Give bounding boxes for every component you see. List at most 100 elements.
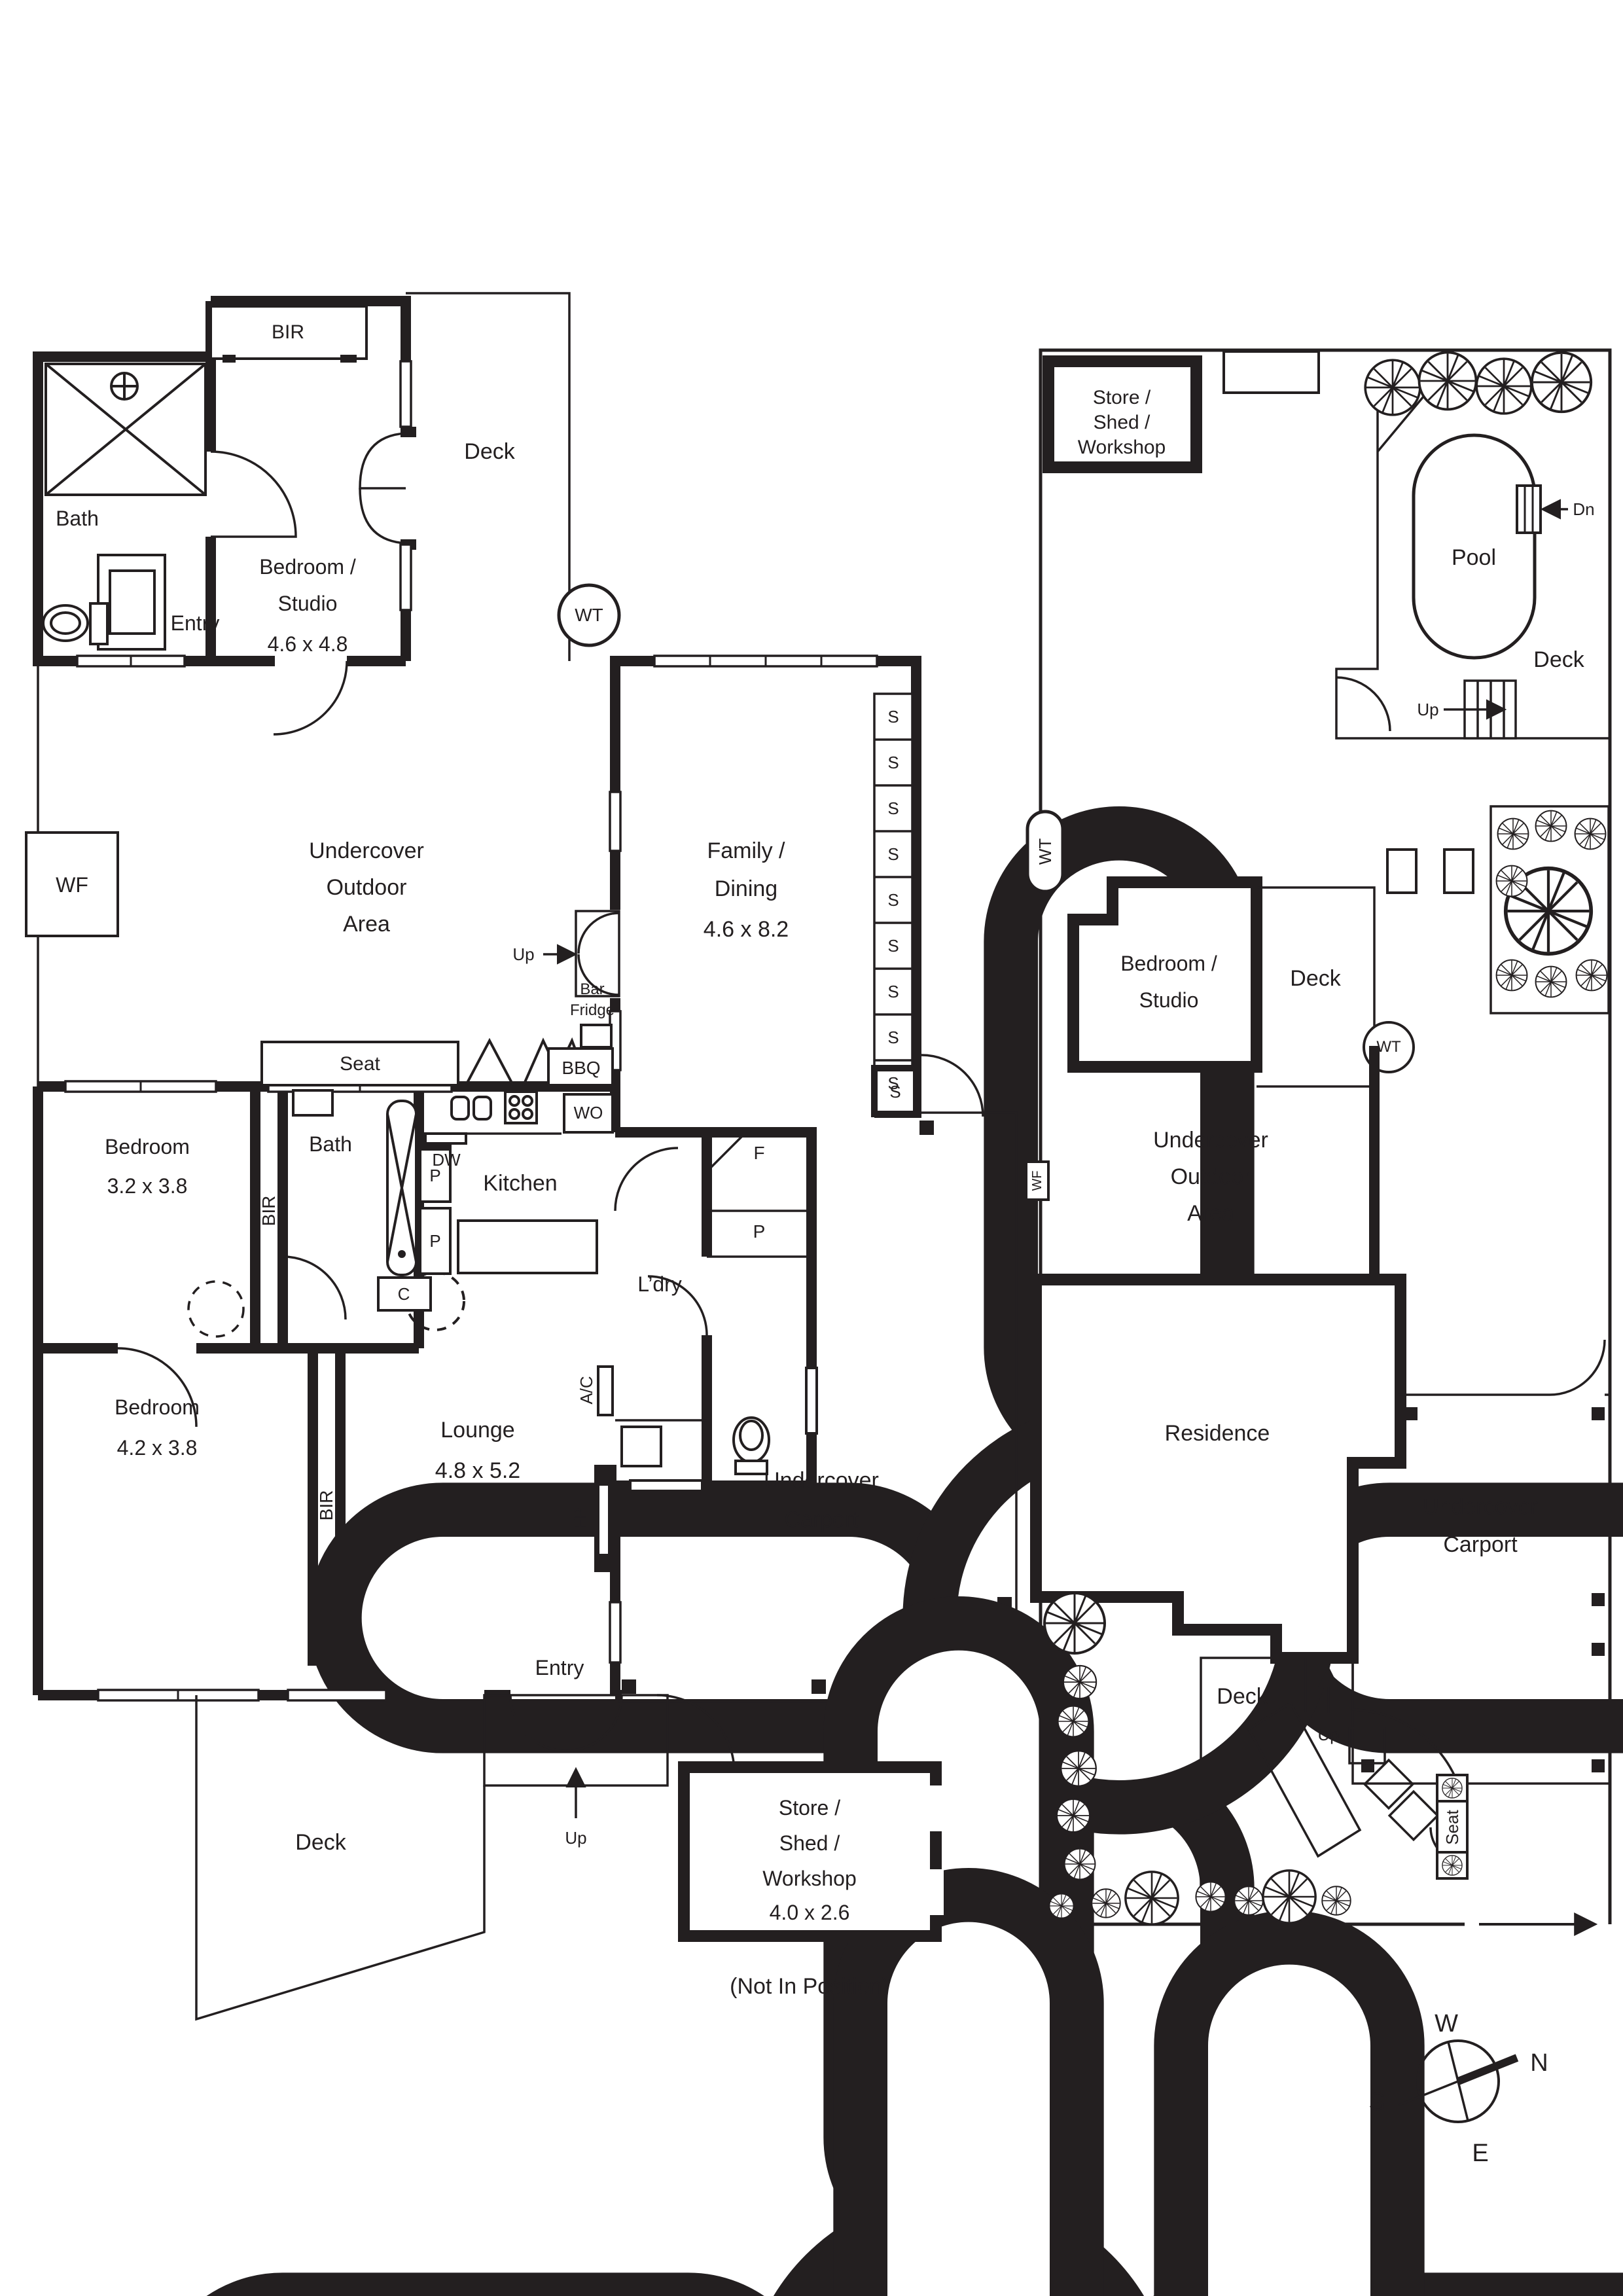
dw-label: DW xyxy=(432,1150,461,1170)
bir-closet xyxy=(209,305,368,363)
family-window-left-1 xyxy=(609,791,622,852)
compass-w-label: W xyxy=(1435,2010,1458,2037)
bathroom-fixtures xyxy=(292,1089,418,1276)
lounge-name: Lounge xyxy=(440,1418,515,1443)
bath-fixtures xyxy=(42,554,166,651)
wo-label: WO xyxy=(573,1103,603,1122)
bath-door-arc xyxy=(282,1255,347,1320)
pool-deck-label: Deck xyxy=(1533,647,1584,672)
store-caption: (Not In Position) xyxy=(730,1974,889,1999)
deck-label-bottom-left: Deck xyxy=(295,1830,346,1855)
bedroom1-size: 3.2 x 3.8 xyxy=(107,1174,188,1198)
carport-storage xyxy=(871,1054,984,1117)
residence-label: Residence xyxy=(1164,1421,1270,1446)
fireplace xyxy=(594,1465,616,1572)
deck-mid-label: Deck xyxy=(1290,966,1341,991)
store-shed-box-left xyxy=(678,1761,944,1942)
carport-line2-right: Carport xyxy=(1443,1532,1518,1557)
shower xyxy=(45,363,207,496)
fridge-label: F xyxy=(753,1143,765,1163)
deck-up-right-label: Up xyxy=(1317,1725,1340,1744)
water-tank-pill xyxy=(1026,810,1065,893)
tank-rect-1 xyxy=(1386,848,1418,894)
carport-line1-right: Undercover xyxy=(1423,1494,1538,1519)
store-left-size: 4.0 x 2.6 xyxy=(769,1901,850,1924)
bedroom-studio-right-line2: Studio xyxy=(1139,988,1199,1012)
bbq-label: BBQ xyxy=(562,1058,601,1078)
family-line1: Family / xyxy=(707,838,785,863)
store-right-line3: Workshop xyxy=(1077,437,1166,458)
bedroom2-size: 4.2 x 3.8 xyxy=(116,1436,198,1460)
bath-label-house: Bath xyxy=(309,1132,352,1156)
site-boundary-right xyxy=(1039,348,1612,1926)
bedroom-studio-line2: Studio xyxy=(277,592,338,615)
outdoor-right-line3: Area xyxy=(1187,1201,1234,1226)
laundry-doors xyxy=(614,1147,708,1336)
bedroom1-door-arc xyxy=(117,1347,198,1427)
lounge-window-east xyxy=(609,1601,622,1664)
pool-dn-label: Dn xyxy=(1573,499,1595,519)
store-left-line3: Workshop xyxy=(762,1867,857,1890)
wt-circle-label-right: WT xyxy=(1376,1038,1401,1056)
carport-line1-left: Undercover xyxy=(764,1468,879,1493)
pool xyxy=(1412,433,1542,660)
bar-fridge-line2: Fridge xyxy=(569,1001,615,1019)
wf-label-left: WF xyxy=(56,873,88,897)
entry-label-outbuilding: Entry xyxy=(170,611,220,635)
outbuilding-deck-outline xyxy=(406,292,571,661)
store-left-line1: Store / xyxy=(778,1796,841,1820)
fp-label: FP xyxy=(570,1507,590,1530)
bath-label-outbuilding: Bath xyxy=(56,507,99,530)
laundry-label: L’dry xyxy=(637,1272,682,1296)
family-window-top xyxy=(653,655,878,668)
robe-dashed-circle xyxy=(187,1280,245,1338)
family-up-label: Up xyxy=(512,944,535,964)
house-bottom-windows xyxy=(97,1689,387,1702)
storage-s-label: S xyxy=(887,982,899,1001)
carport-line2-left: Carport xyxy=(784,1507,859,1532)
deck-bottom-left xyxy=(195,1695,486,2021)
bedroom1-bir-label: BIR xyxy=(259,1195,279,1227)
outdoor-right-line1: Undercover xyxy=(1153,1128,1268,1153)
family-size: 4.6 x 8.2 xyxy=(703,917,789,942)
top-structure xyxy=(1222,350,1320,394)
pool-up-label: Up xyxy=(1417,700,1439,719)
water-feature-right xyxy=(1025,1160,1050,1201)
store-shed-box-right xyxy=(1043,355,1202,473)
kitchen-fixtures xyxy=(377,1090,614,1331)
pool-label: Pool xyxy=(1451,545,1497,570)
outdoor-line3: Area xyxy=(343,912,390,937)
house-top-windows xyxy=(64,1041,459,1093)
storage-s-label: S xyxy=(887,798,899,818)
water-feature-box xyxy=(25,831,119,937)
wf-label-right: WF xyxy=(1030,1170,1044,1191)
outbuilding-doors xyxy=(210,432,406,736)
ac-unit xyxy=(597,1365,614,1416)
compass-n-label: N xyxy=(1530,2049,1548,2077)
bedroom-studio-box-right xyxy=(1067,876,1262,1073)
bir-label: BIR xyxy=(271,321,305,343)
carport-posts-left xyxy=(622,1121,1012,1694)
lounge-size: 4.8 x 5.2 xyxy=(435,1458,521,1483)
deck-label-top: Deck xyxy=(464,439,515,464)
seat-label-left: Seat xyxy=(340,1053,380,1075)
family-line2: Dining xyxy=(714,876,778,901)
storage-s-label: S xyxy=(887,1073,899,1093)
entry-up-label: Up xyxy=(565,1828,587,1848)
seat-label-right: Seat xyxy=(1442,1810,1462,1845)
laundry-fixtures xyxy=(615,1131,818,1492)
storage-s-label: S xyxy=(887,844,899,864)
compass xyxy=(1399,2039,1519,2123)
pantry-label-3: P xyxy=(753,1221,766,1242)
outdoor-line2: Outdoor xyxy=(326,875,407,900)
deck-mid-outline xyxy=(1257,886,1376,1088)
bedroom-studio-size: 4.6 x 4.8 xyxy=(267,632,348,656)
compass-s-label: S xyxy=(1368,2089,1385,2116)
deck-bottom-right-label: Deck xyxy=(1217,1684,1268,1709)
bar-fridge-line1: Bar xyxy=(580,980,605,998)
tank-rect-2 xyxy=(1443,848,1474,894)
ac-label: A/C xyxy=(577,1376,596,1405)
wt-pill-label: WT xyxy=(1035,838,1055,865)
cupboard-label: C xyxy=(397,1284,410,1304)
